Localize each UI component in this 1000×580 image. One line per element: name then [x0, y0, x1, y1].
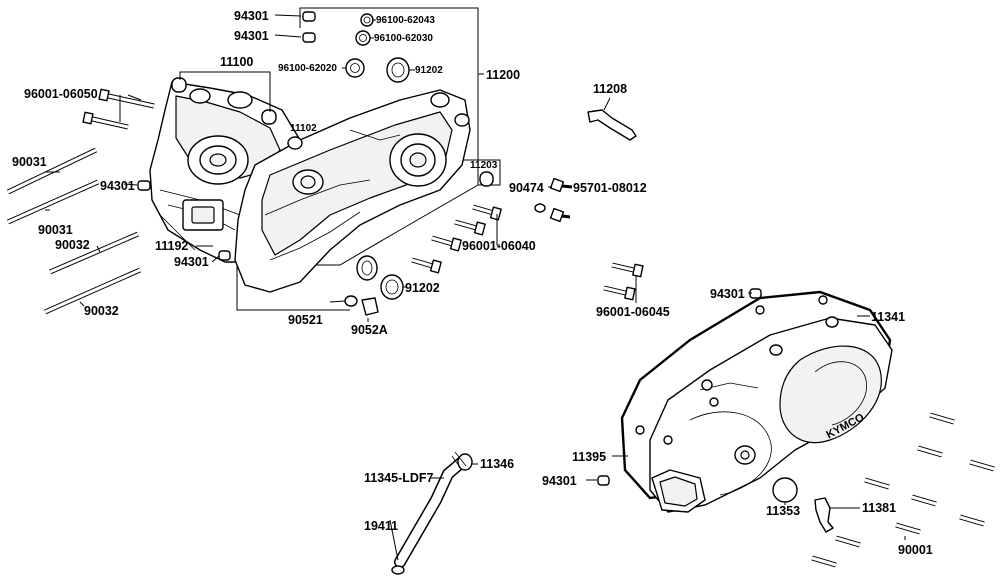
label-11381: 11381	[862, 501, 896, 515]
label-96100-62030: 96100-62030	[374, 33, 433, 44]
label-91202: 91202	[405, 281, 440, 295]
bracket-96001-06040	[496, 214, 500, 246]
washer-90521	[344, 295, 358, 307]
pin-11203	[479, 171, 494, 187]
label-94301: 94301	[234, 29, 269, 43]
bearing-11102	[287, 136, 303, 150]
label-95701-08012: 95701-08012	[573, 181, 647, 195]
oil-seal-center	[356, 255, 378, 281]
label-90031: 90031	[12, 155, 47, 169]
label-11203: 11203	[470, 160, 498, 171]
bracket-11200	[236, 7, 479, 311]
label-11100: 11100	[220, 55, 253, 69]
oil-seal-96100-62020	[345, 58, 365, 78]
bolt-90001	[811, 412, 995, 568]
label-11102: 11102	[290, 123, 317, 134]
label-96100-62043: 96100-62043	[376, 15, 435, 26]
bracket-11100	[179, 71, 271, 112]
dowel-pin	[171, 77, 187, 93]
oil-seal-91202-top	[386, 57, 410, 83]
label-90032: 90032	[55, 238, 90, 252]
label-90031: 90031	[38, 223, 73, 237]
part-labels: 94301 94301 96100-62043 96100-62030 9610…	[12, 9, 933, 557]
pin-94301	[137, 180, 151, 191]
pin-94301	[218, 250, 231, 261]
label-94301: 94301	[174, 255, 209, 269]
label-94301: 94301	[542, 474, 577, 488]
clamp-19411	[391, 565, 405, 575]
label-94301: 94301	[710, 287, 745, 301]
oil-seal-96100-62043	[360, 13, 374, 27]
label-11346: 11346	[480, 457, 514, 471]
label-11345-ldf7: 11345-LDF7	[364, 471, 434, 485]
label-11353: 11353	[766, 504, 800, 518]
label-11341: 11341	[871, 310, 905, 324]
label-90474: 90474	[509, 181, 544, 195]
label-91202: 91202	[415, 65, 443, 76]
label-96100-62020: 96100-62020	[278, 63, 337, 74]
bolt-95701-08012	[549, 177, 573, 223]
stud-90032	[43, 231, 142, 315]
label-11208: 11208	[593, 82, 627, 96]
label-11200: 11200	[486, 68, 520, 82]
label-96001-06040: 96001-06040	[462, 239, 536, 253]
drain-plug-9052A	[361, 297, 379, 316]
label-94301: 94301	[100, 179, 135, 193]
washer-90474	[534, 203, 546, 213]
clip-11381	[814, 497, 834, 533]
stud-90031	[6, 147, 100, 225]
left-crankcase-cover-11341: KYMCO	[635, 295, 893, 513]
bolt-96001-06045	[603, 262, 644, 301]
label-96001-06045: 96001-06045	[596, 305, 670, 319]
leader-lines	[45, 14, 906, 561]
label-90521: 90521	[288, 313, 323, 327]
label-90032: 90032	[84, 304, 119, 318]
label-94301: 94301	[234, 9, 269, 23]
oil-seal-96100-62030	[355, 30, 371, 46]
right-crankcase-half	[234, 89, 471, 293]
bolt-96001-06040	[411, 204, 502, 274]
label-11192: 11192	[155, 239, 188, 253]
label-9052A: 9052A	[351, 323, 388, 337]
label-90001: 90001	[898, 543, 933, 557]
label-11395: 11395	[572, 450, 606, 464]
cap-11353	[772, 477, 798, 503]
bracket-11208	[587, 109, 637, 141]
dowel-pin	[261, 109, 277, 125]
air-duct-11345-ldf7	[394, 451, 473, 568]
oil-seal-91202-bottom	[380, 274, 404, 300]
pin-94301	[597, 475, 610, 486]
bolt-96001-06050	[82, 88, 155, 130]
pin-94301	[302, 11, 316, 22]
label-19411: 19411	[364, 519, 398, 533]
label-96001-06050: 96001-06050	[24, 87, 98, 101]
pin-94301	[302, 32, 316, 43]
